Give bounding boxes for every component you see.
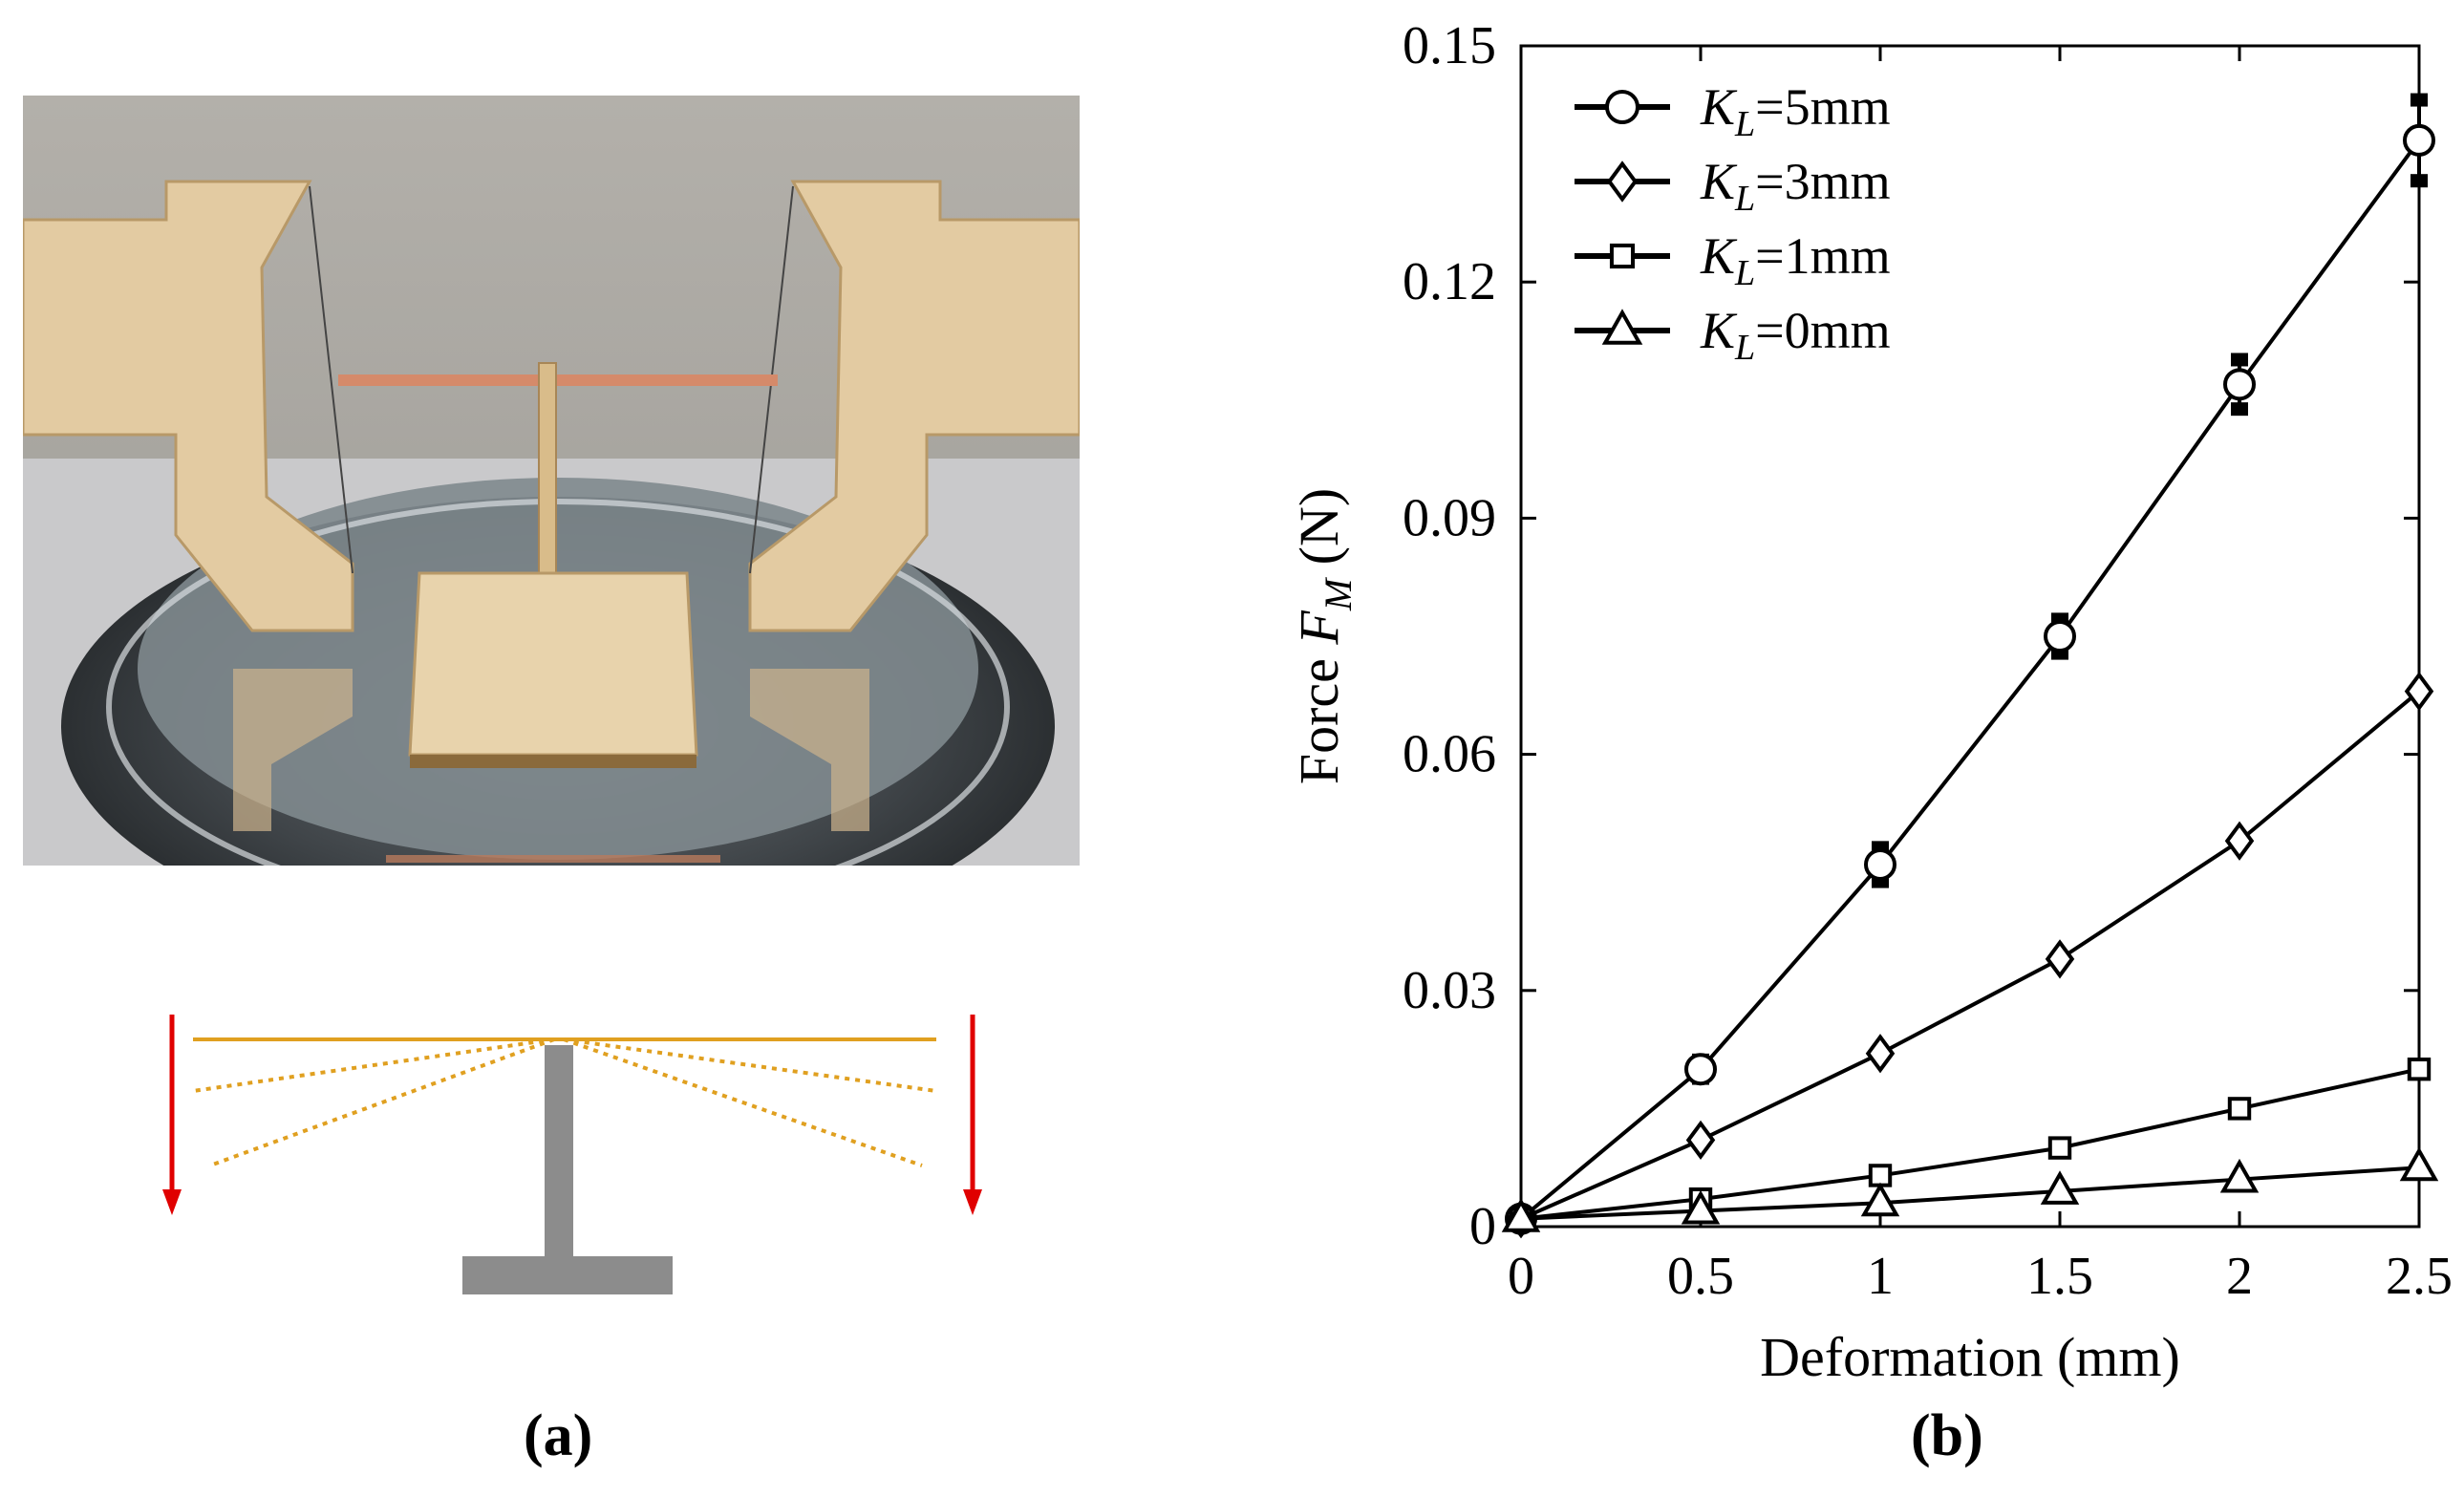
- data-point: [2399, 1146, 2439, 1182]
- legend-entry: KL=1mm: [1575, 227, 1891, 293]
- y-tick-label: 0.09: [1403, 488, 1496, 547]
- data-point: [1685, 1120, 1716, 1160]
- beam-deflected-right-large: [563, 1037, 923, 1167]
- data-point: [1860, 1182, 1900, 1217]
- x-tick-label: 0: [1508, 1247, 1534, 1306]
- series-line: [1519, 139, 2421, 1221]
- test-rig-photo: [23, 96, 1080, 866]
- y-tick-labels: 0 0.03 0.06 0.09 0.12 0.15: [1403, 16, 1496, 1256]
- error-cap-bottom: [2231, 402, 2248, 417]
- wood-base-plate: [408, 571, 698, 757]
- series-diamond: [1506, 672, 2434, 1239]
- plot-frame: [1519, 44, 2421, 1229]
- series-line: [1520, 1166, 2420, 1221]
- series-square: [1509, 1058, 2432, 1230]
- data-point: [2040, 1170, 2080, 1205]
- wood-base-edge: [410, 755, 696, 768]
- left-wire: [309, 185, 354, 574]
- x-tick-label: 0.5: [1667, 1247, 1734, 1306]
- panel-a-label: (a): [524, 1403, 593, 1468]
- right-clamp-reflection: [750, 669, 869, 831]
- force-deformation-chart: 0 0.5 1 1.5 2 2.5 0 0.03 0.06 0.09 0.12 0.15 Defor…: [1288, 16, 2453, 1388]
- stand-base: [462, 1256, 673, 1294]
- x-tick-labels: 0 0.5 1 1.5 2 2.5: [1508, 1247, 2453, 1306]
- legend-entry: KL=5mm: [1575, 78, 1891, 144]
- data-point: [2404, 672, 2434, 712]
- error-cap-top: [2231, 353, 2248, 367]
- legend-entry: KL=3mm: [1575, 153, 1891, 219]
- error-cap-top: [2410, 93, 2428, 107]
- y-tick-label: 0.06: [1403, 725, 1496, 784]
- beam-deflected-right-small: [563, 1037, 937, 1093]
- panel-b-label: (b): [1911, 1403, 1983, 1468]
- data-point: [2223, 368, 2256, 401]
- wood-post: [538, 362, 557, 593]
- error-cap-bottom: [2410, 174, 2428, 188]
- legend-marker: [1606, 160, 1639, 203]
- legend-entry: KL=0mm: [1575, 302, 1891, 368]
- legend-label: KL=0mm: [1700, 302, 1891, 368]
- beam-schematic: [162, 1015, 982, 1294]
- copper-reflection: [386, 855, 720, 863]
- data-point: [2044, 620, 2076, 652]
- y-tick-label: 0.15: [1403, 16, 1496, 75]
- data-point: [2224, 821, 2255, 861]
- series-triangle: [1501, 1146, 2439, 1232]
- left-clamp-reflection: [233, 669, 353, 831]
- legend-label: KL=1mm: [1700, 227, 1891, 293]
- series-line: [1520, 690, 2421, 1221]
- series-layer: [1501, 93, 2439, 1239]
- data-point: [2045, 939, 2075, 979]
- y-tick-label: 0.12: [1403, 252, 1496, 311]
- beam-deflected-left-large: [209, 1037, 555, 1167]
- x-axis-label: Deformation (mm): [1760, 1326, 2180, 1388]
- data-point: [1865, 1034, 1896, 1074]
- data-point: [2407, 1058, 2432, 1081]
- series-circle: [1505, 93, 2435, 1235]
- x-tick-label: 1: [1867, 1247, 1894, 1306]
- data-point: [1868, 1164, 1893, 1187]
- copper-strip: [338, 374, 778, 386]
- legend-marker: [1605, 90, 1639, 124]
- data-point: [1501, 1198, 1541, 1232]
- right-force-arrow-head: [963, 1189, 982, 1215]
- legend-marker: [1609, 243, 1636, 269]
- y-tick-label: 0: [1469, 1197, 1496, 1256]
- axis-ticks: [1519, 44, 2421, 1229]
- legend-marker: [1601, 309, 1643, 345]
- y-axis-label: Force FM (N): [1288, 488, 1360, 784]
- x-tick-label: 1.5: [2026, 1247, 2093, 1306]
- x-tick-label: 2.5: [2386, 1247, 2453, 1306]
- data-point: [1684, 1053, 1717, 1086]
- data-point: [2219, 1158, 2260, 1193]
- data-point: [2047, 1136, 2072, 1160]
- x-tick-label: 2: [2226, 1247, 2253, 1306]
- legend-label: KL=3mm: [1700, 153, 1891, 219]
- beam-deflected-left-small: [192, 1037, 555, 1093]
- left-force-arrow-head: [162, 1189, 182, 1215]
- bowl-rim-highlight: [106, 499, 1010, 866]
- series-line: [1520, 1067, 2420, 1221]
- left-wood-clamp: [23, 180, 354, 632]
- stand-post: [545, 1045, 573, 1294]
- data-point: [2403, 123, 2435, 157]
- right-wood-clamp: [748, 180, 1080, 632]
- data-point: [1864, 847, 1896, 881]
- legend-label: KL=5mm: [1700, 78, 1891, 144]
- data-point: [2227, 1097, 2252, 1121]
- data-point: [1681, 1189, 1721, 1225]
- y-tick-label: 0.03: [1403, 961, 1496, 1020]
